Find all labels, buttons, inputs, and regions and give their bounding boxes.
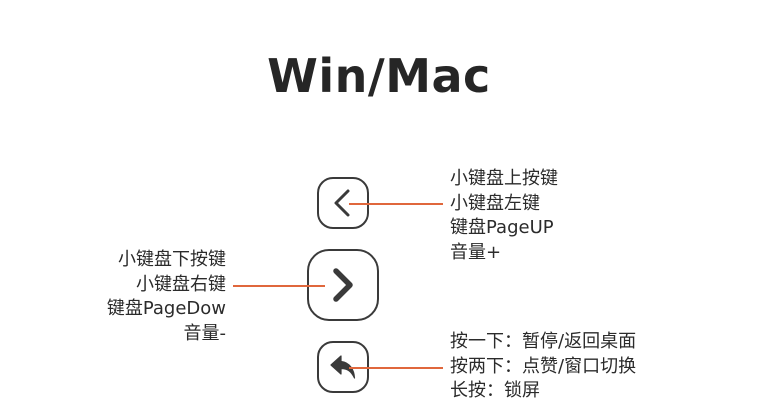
legend-line: 音量- [183, 322, 227, 344]
chevron-right-icon [333, 268, 353, 302]
legend-line: 按两下：点赞/窗口切换 [450, 355, 637, 377]
legend-line: 键盘PageDow [106, 298, 226, 319]
legend-line: 长按：锁屏 [450, 380, 540, 401]
page-title: Win/Mac [267, 49, 491, 103]
reply-arrow-icon [330, 355, 356, 379]
legend-line: 键盘PageUP [450, 217, 554, 238]
prev-key-legend: 小键盘上按键 小键盘左键 键盘PageUP 音量+ [450, 167, 558, 265]
legend-line: 小键盘左键 [450, 192, 540, 214]
chevron-left-icon [334, 189, 350, 217]
legend-line: 音量+ [450, 241, 502, 263]
legend-line: 小键盘右键 [136, 273, 226, 295]
legend-line: 按一下：暂停/返回桌面 [450, 331, 637, 352]
legend-line: 小键盘下按键 [118, 249, 226, 270]
next-key-legend: 小键盘下按键 小键盘右键 键盘PageDow 音量- [80, 248, 226, 346]
back-key-connector [349, 367, 443, 369]
back-key-legend: 按一下：暂停/返回桌面 按两下：点赞/窗口切换 长按：锁屏 [450, 330, 636, 404]
legend-line: 小键盘上按键 [450, 168, 558, 189]
prev-key-connector [349, 203, 443, 205]
next-key-connector [233, 285, 325, 287]
